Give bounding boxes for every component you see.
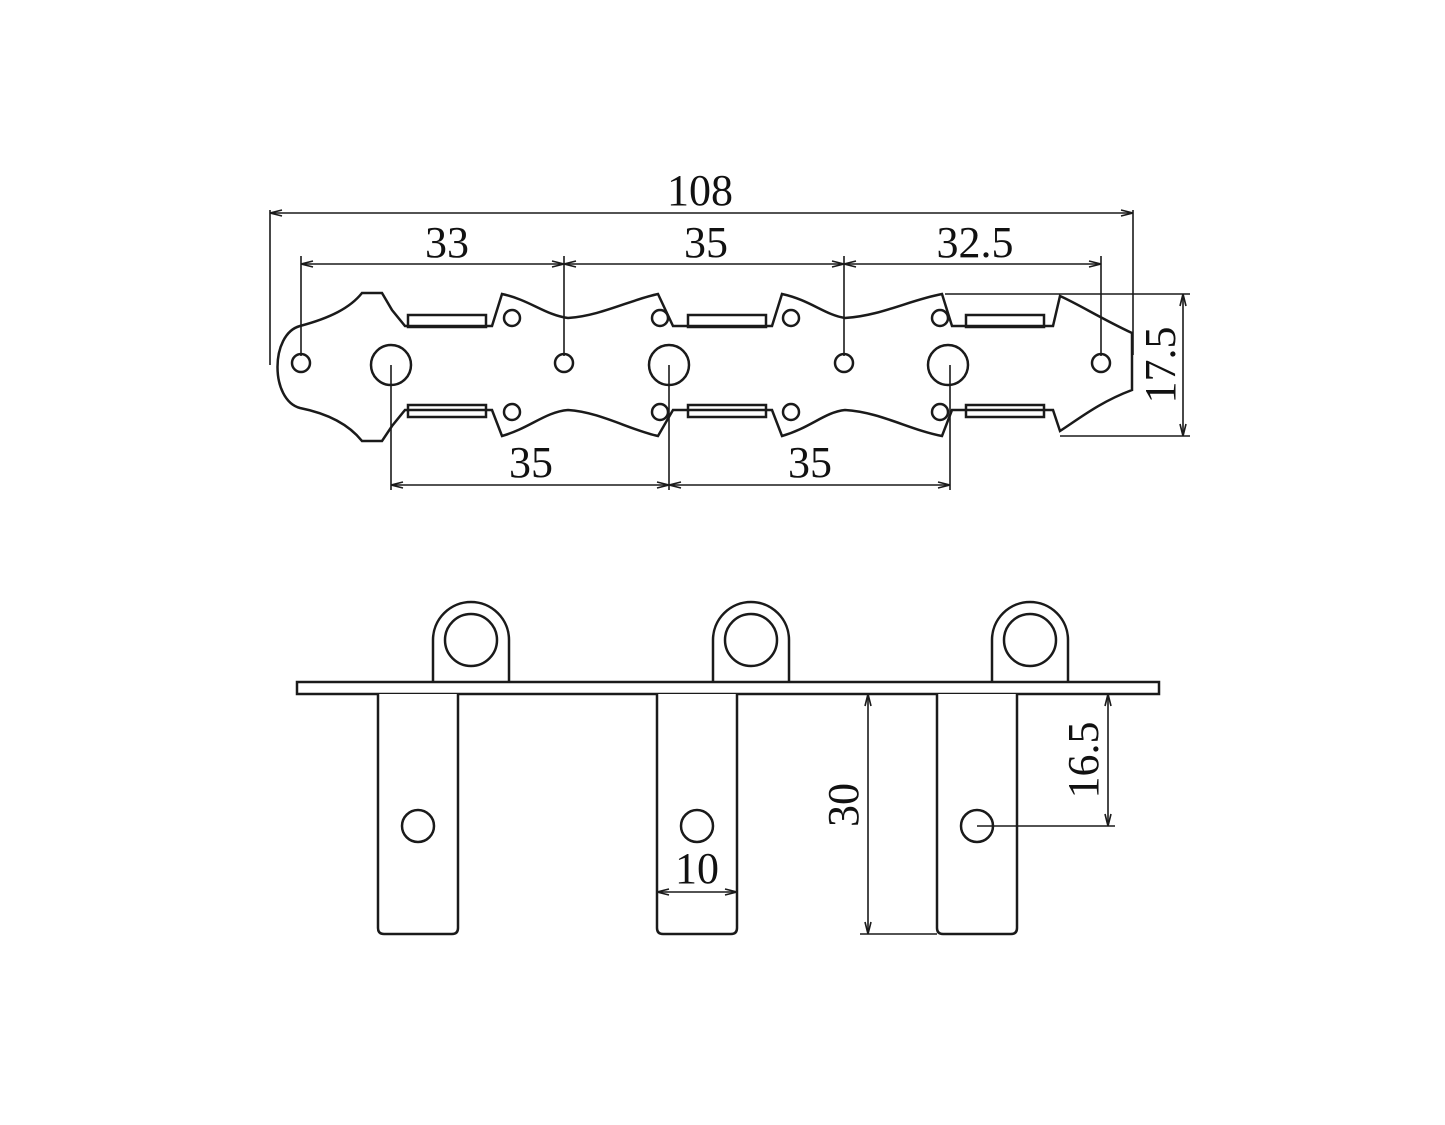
screw-hole <box>502 402 522 422</box>
dim-shaft-length: 30 <box>819 783 868 827</box>
screw-hole <box>650 402 670 422</box>
screw-hole <box>930 402 950 422</box>
shaft-hole-2 <box>679 808 715 844</box>
slot-top-3 <box>964 313 1046 329</box>
shaft-3 <box>935 694 1019 936</box>
screw-hole <box>781 308 801 328</box>
screw-hole <box>502 308 522 328</box>
post-hole-3 <box>926 343 970 387</box>
dim-post-spacing-left: 35 <box>509 438 553 487</box>
screw-hole <box>930 308 950 328</box>
base-plate <box>295 680 1161 696</box>
slot-bottom-3 <box>964 403 1046 419</box>
screw-hole <box>781 402 801 422</box>
dim-hole-offset: 16.5 <box>1059 722 1108 799</box>
dim-shaft-width: 10 <box>675 844 719 893</box>
slot-top-2 <box>686 313 768 329</box>
dim-overall-length: 108 <box>667 166 733 215</box>
shaft-hole-1 <box>400 808 436 844</box>
slot-top-1 <box>406 313 488 329</box>
top-view: 108 33 35 32.5 17.5 35 35 <box>269 166 1190 490</box>
dim-span-left: 33 <box>425 218 469 267</box>
shaft-2 <box>655 694 739 936</box>
side-view: 10 30 16.5 <box>295 600 1161 936</box>
dim-height: 17.5 <box>1136 327 1185 404</box>
slot-bottom-2 <box>686 403 768 419</box>
dim-post-spacing-right: 35 <box>788 438 832 487</box>
shaft-1 <box>376 694 460 936</box>
dim-span-right: 32.5 <box>937 218 1014 267</box>
slot-bottom-1 <box>406 403 488 419</box>
screw-hole <box>650 308 670 328</box>
tuner-plate-outline <box>276 291 1134 443</box>
dim-span-middle: 35 <box>684 218 728 267</box>
